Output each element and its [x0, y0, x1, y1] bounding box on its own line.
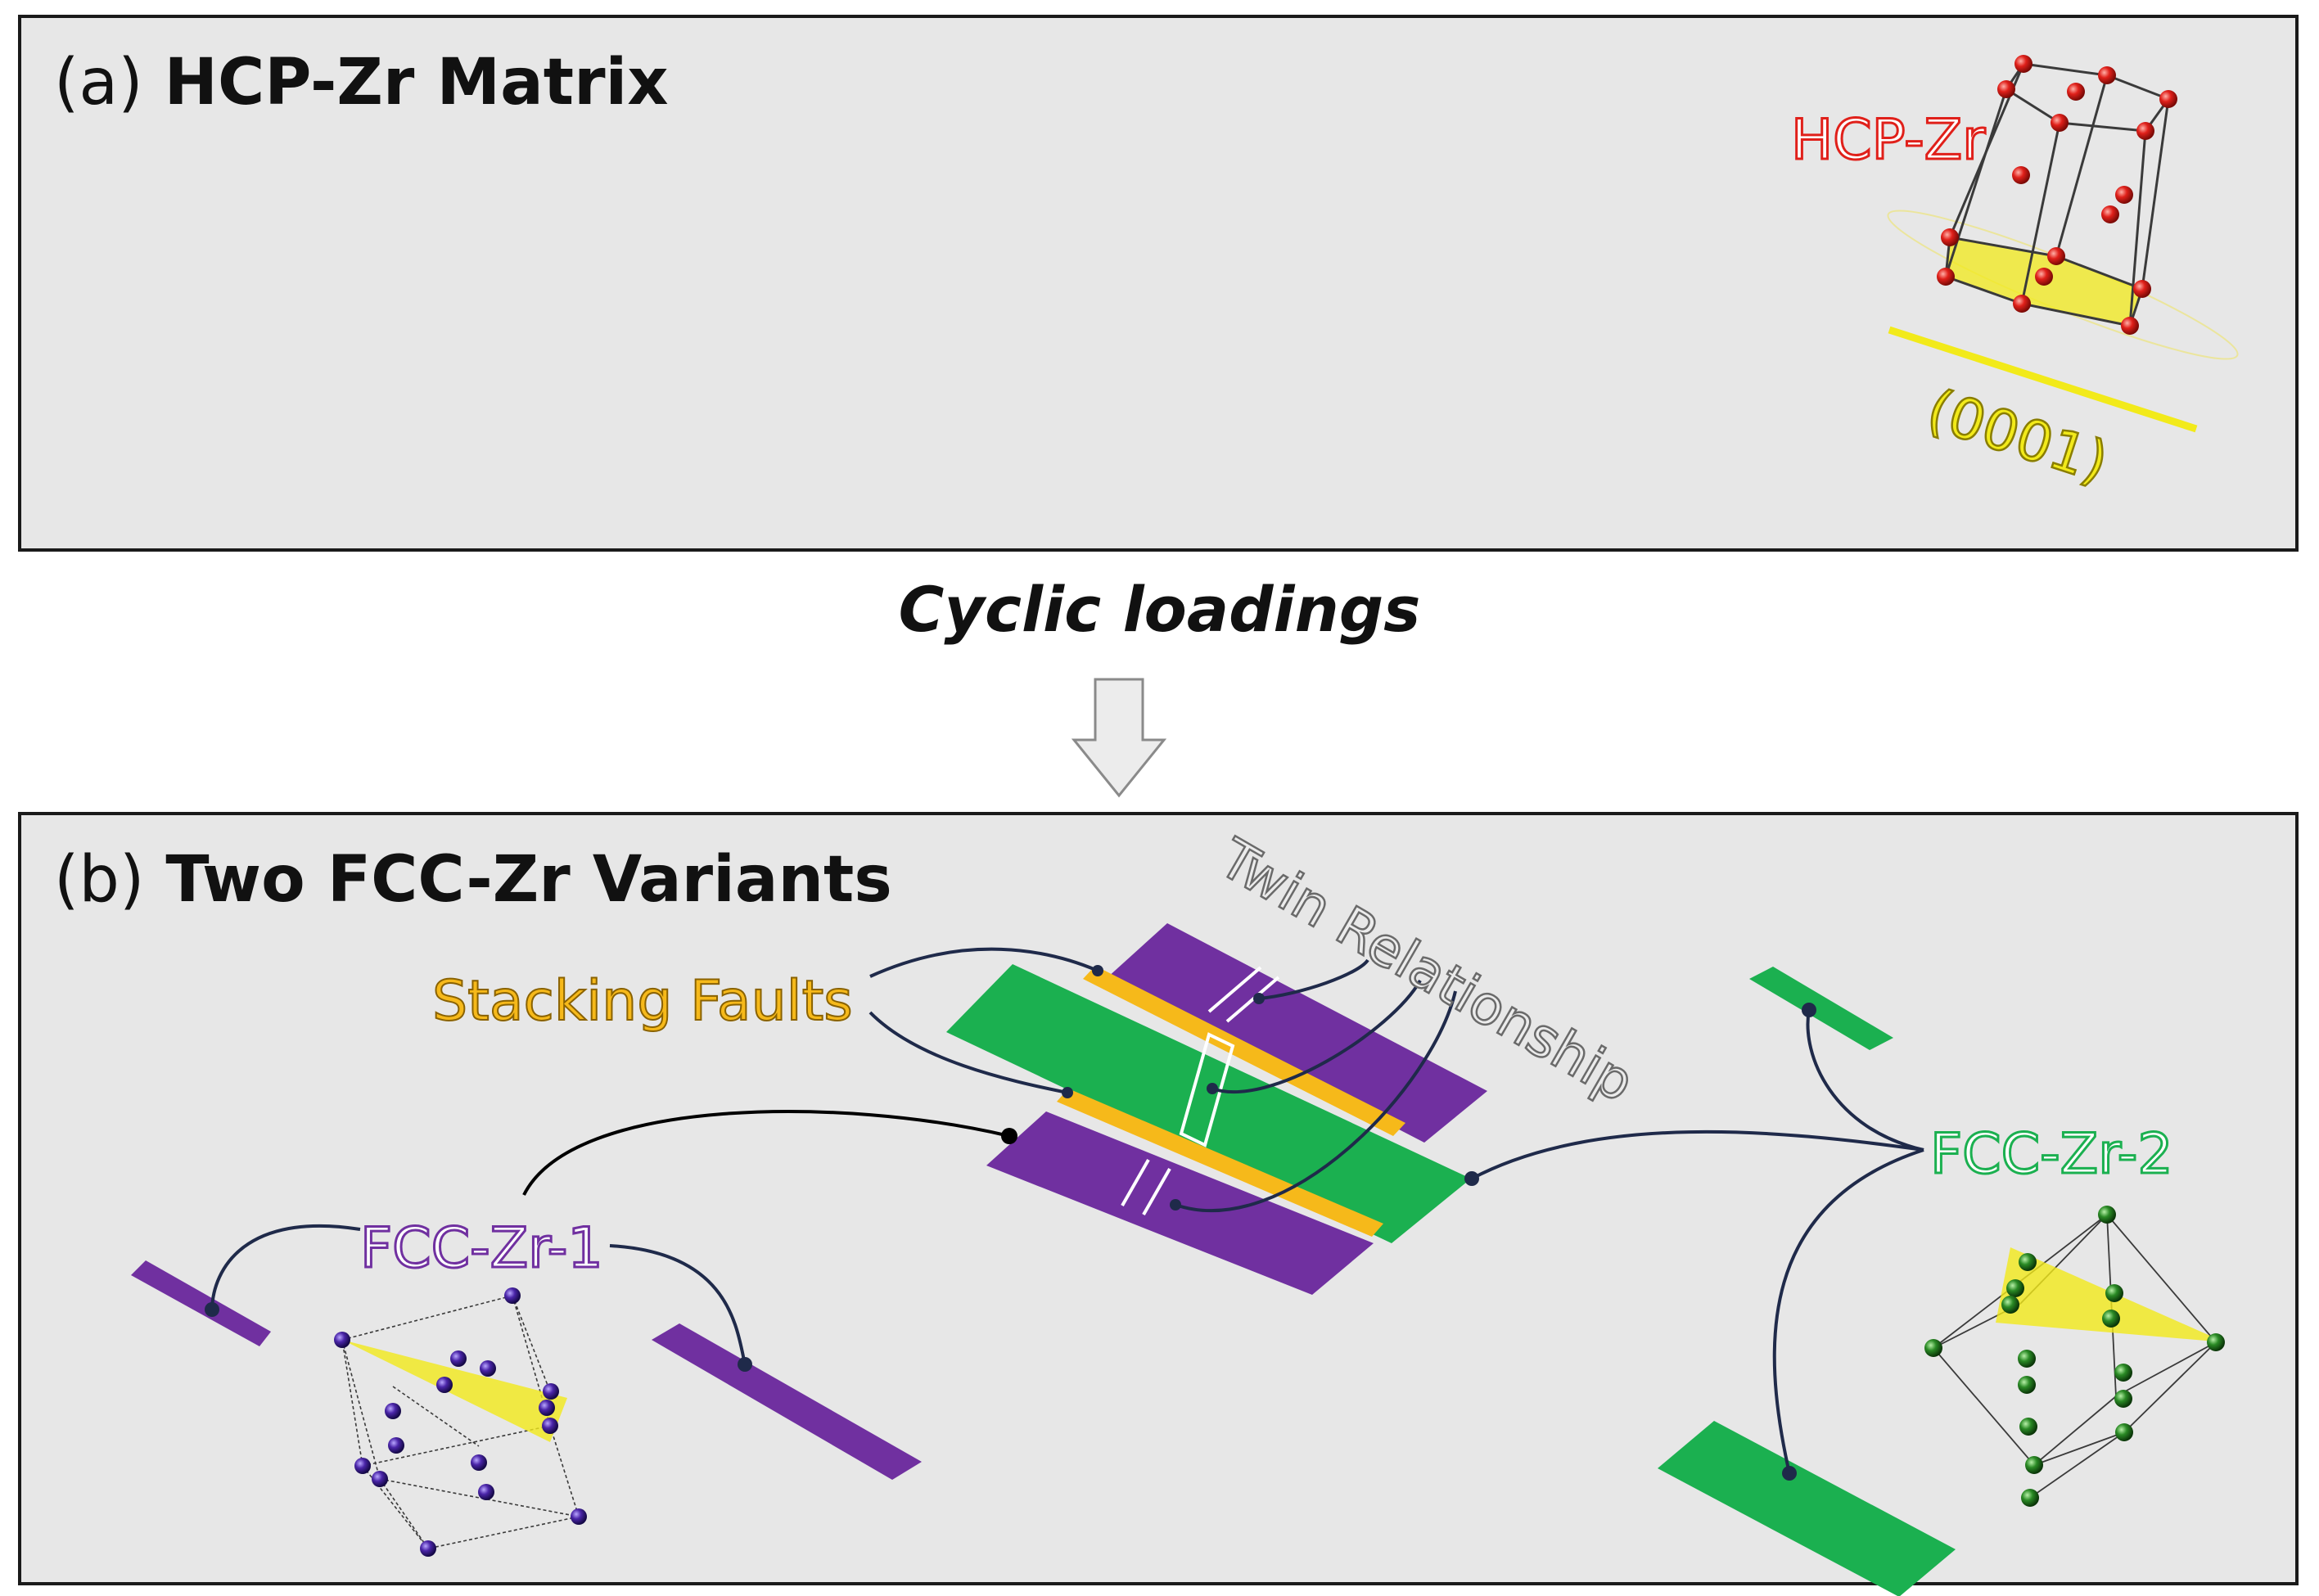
twin-boundary-outlines — [1121, 966, 1280, 1215]
variant1-plate-left — [131, 1260, 271, 1346]
variant2-plate-top — [1749, 967, 1893, 1050]
callout-leaders — [210, 947, 1924, 1474]
fcc-zr-2-group: FCC-Zr-2 — [1658, 967, 2225, 1596]
variant2-lamella-center — [946, 964, 1471, 1243]
fcc-zr-1-label: FCC-Zr-1 — [360, 1216, 603, 1281]
basal-plane-marker — [1888, 326, 2198, 433]
stacking-fault-upper — [1083, 966, 1405, 1136]
hcp-atoms — [1937, 55, 2177, 335]
variant1-plate-middle — [652, 1323, 922, 1480]
hcp-zr-label: HCP-Zr — [1791, 108, 1985, 173]
fcc-zr-1-group: FCC-Zr-1 — [131, 1215, 922, 1557]
panel-b-heading: (b) Two FCC-Zr Variants — [54, 843, 892, 917]
stacking-faults-label: Stacking Faults — [432, 969, 853, 1034]
stacking-fault-lower — [1057, 1089, 1383, 1237]
variant1-lamella-top — [1107, 923, 1487, 1143]
fcc-zr-1-close-packed-plane — [342, 1340, 567, 1442]
hcp-unit-cell: HCP-Zr (0001) — [1790, 55, 2239, 497]
panel-a: (a) HCP-Zr Matrix — [18, 15, 2299, 552]
panel-a-title: HCP-Zr Matrix — [164, 46, 669, 119]
callout-leader-dots — [205, 965, 1816, 1481]
fcc-zr-2-label: FCC-Zr-2 — [1930, 1122, 2173, 1187]
panel-a-letter: (a) — [54, 46, 143, 119]
panel-a-heading: (a) HCP-Zr Matrix — [54, 46, 669, 119]
cyclic-loadings-label: Cyclic loadings — [898, 573, 1421, 646]
panel-b-letter: (b) — [54, 843, 145, 917]
variant2-plate-bottom — [1658, 1421, 1956, 1596]
panel-b-title: Two FCC-Zr Variants — [165, 843, 892, 917]
down-arrow — [1071, 678, 1167, 798]
fcc-zr-1-cell — [334, 1287, 587, 1557]
twin-lamella-stack — [946, 923, 1487, 1295]
fcc-zr-2-cell — [1924, 1206, 2225, 1507]
